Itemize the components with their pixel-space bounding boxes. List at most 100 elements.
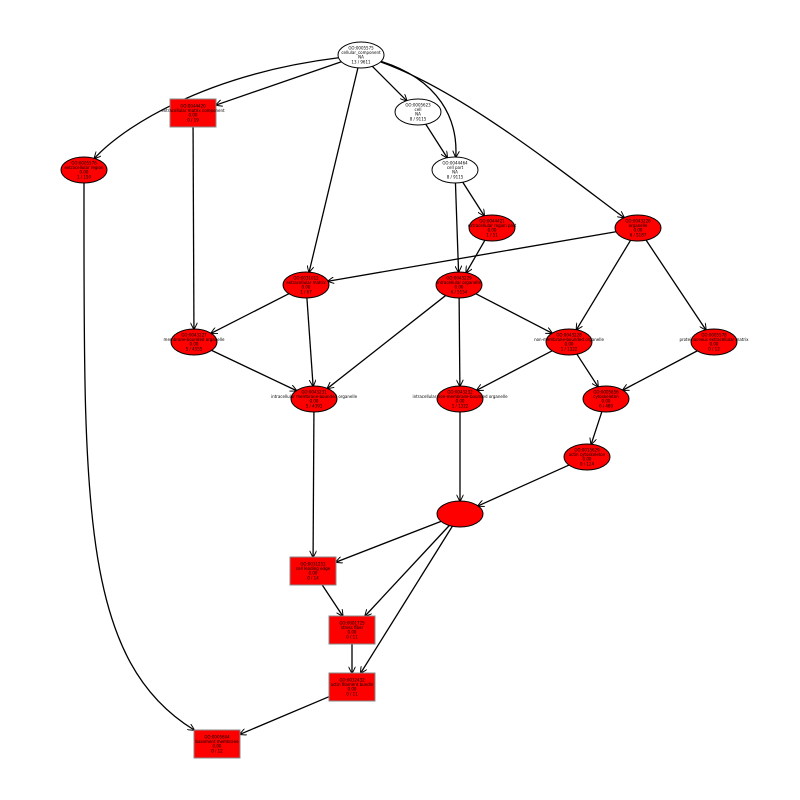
node-oval-shape xyxy=(394,98,442,126)
node-label-line: 0 / 12 xyxy=(211,748,223,753)
node-label-line: 0.00 xyxy=(189,113,198,118)
node-label-line: stress fiber xyxy=(341,625,364,630)
node-label-line: GO:0005575 xyxy=(348,46,374,51)
edge-b-to-a xyxy=(328,231,617,281)
edge-g-to-j xyxy=(576,353,598,387)
node-label-line: NA xyxy=(452,170,458,175)
node-rect-shape xyxy=(289,556,337,586)
node-label-line: cytoskeleton xyxy=(593,394,619,399)
edge-k-to-l xyxy=(478,464,570,506)
node-label-line: cell part xyxy=(447,165,464,170)
edge-g-to-i xyxy=(477,350,553,390)
node-label-line: 1 / 1322 xyxy=(561,346,578,351)
edge-r1-to-r2 xyxy=(321,584,342,616)
node-label-line: GO:0043226 xyxy=(625,219,651,224)
node-label-line: 0.00 xyxy=(602,399,611,404)
edge-r3-to-bottom xyxy=(240,696,330,735)
node-label-line: non-membrane-bounded organelle xyxy=(534,337,604,342)
node-label-line: 1 / 67 xyxy=(300,289,312,294)
node-oval-shape xyxy=(431,156,479,184)
edge-root-to-topleft xyxy=(216,61,342,105)
node-label-line: GO:0043229 xyxy=(446,276,472,281)
edge-root-to-cellpart xyxy=(380,60,456,157)
edge-l-to-r2 xyxy=(365,525,450,616)
node-label-line: 0 / 12 xyxy=(708,346,720,351)
node-label-line: 13 / 9611 xyxy=(351,59,371,64)
node-oval-shape xyxy=(435,271,483,299)
node-label-line: 0.00 xyxy=(565,342,574,347)
node-label-line: GO:0032432 xyxy=(339,678,365,683)
node-label-line: 0.00 xyxy=(348,630,357,635)
node-label-line: 0.00 xyxy=(455,285,464,290)
node-label-line: intracellular membrane-bounded organelle xyxy=(271,394,358,399)
node-label-line: 0.00 xyxy=(710,342,719,347)
node-label-line: cellular_component xyxy=(341,50,381,55)
node-label-line: 0.00 xyxy=(80,170,89,175)
node-label-line: 0 / 11 xyxy=(346,691,358,696)
node-label-line: 0.00 xyxy=(309,571,318,576)
node-label-line: 6 / 5154 xyxy=(451,289,468,294)
edge-l-to-r1 xyxy=(336,520,442,562)
node-label-line: 5 / 4555 xyxy=(186,346,203,351)
node-label-line: GO:0031252 xyxy=(300,562,326,567)
edge-cellpart-to-d xyxy=(462,181,484,216)
node-label-line: 0 / 489 xyxy=(599,403,614,408)
edge-d-to-c xyxy=(466,240,486,272)
node-label-line: extracellular matrix component xyxy=(161,108,225,113)
node-rect-shape xyxy=(193,729,241,759)
node-label-line: 8 / 9115 xyxy=(447,174,464,179)
node-label-line: 1 / 150 xyxy=(77,174,92,179)
node-oval-shape xyxy=(282,271,330,299)
node-oval-shape xyxy=(170,328,218,356)
node-label-line: 0.00 xyxy=(310,399,319,404)
edge-e-to-h xyxy=(211,349,297,390)
node-oval-shape xyxy=(337,41,385,69)
node-oval-shape xyxy=(614,214,662,242)
node-label-line: GO:0005576 xyxy=(71,161,97,166)
node-label-line: organelle xyxy=(629,223,648,228)
edge-root-to-b xyxy=(380,61,624,218)
edge-c-to-i xyxy=(459,297,460,386)
edge-leftoval-to-bottom xyxy=(83,182,194,730)
graph-node-l xyxy=(436,500,484,528)
node-label-line: cell leading edge xyxy=(296,566,331,571)
node-oval-shape xyxy=(290,385,338,413)
node-label-line: 0.00 xyxy=(634,228,643,233)
node-label-line: 1 / 51 xyxy=(486,232,498,237)
node-label-line: actin cytoskeleton xyxy=(569,452,606,457)
edge-c-to-h xyxy=(327,295,446,389)
node-label-line: proteinaceous extracellular matrix xyxy=(679,337,749,342)
node-label-line: extracellular region part xyxy=(468,223,517,228)
node-label-line: GO:0001725 xyxy=(339,621,365,626)
node-oval-shape xyxy=(60,156,108,184)
edge-a-to-e xyxy=(211,293,290,334)
node-label-line: actin filament bundle xyxy=(331,682,374,687)
edge-b-to-f xyxy=(645,239,706,330)
node-label-line: GO:0044464 xyxy=(442,161,468,166)
node-label-line: basement membrane xyxy=(195,739,239,744)
node-label-line: 0 / 14 xyxy=(307,575,319,580)
node-label-line: GO:0031012 xyxy=(293,276,319,281)
node-label-line: 0 / 11 xyxy=(346,634,358,639)
node-label-line: 0.00 xyxy=(213,744,222,749)
node-label-line: GO:0044421 xyxy=(479,219,505,224)
node-label-line: GO:0005856 xyxy=(593,390,619,395)
node-label-line: 1 / 1322 xyxy=(452,403,469,408)
node-rect-shape xyxy=(169,98,217,128)
